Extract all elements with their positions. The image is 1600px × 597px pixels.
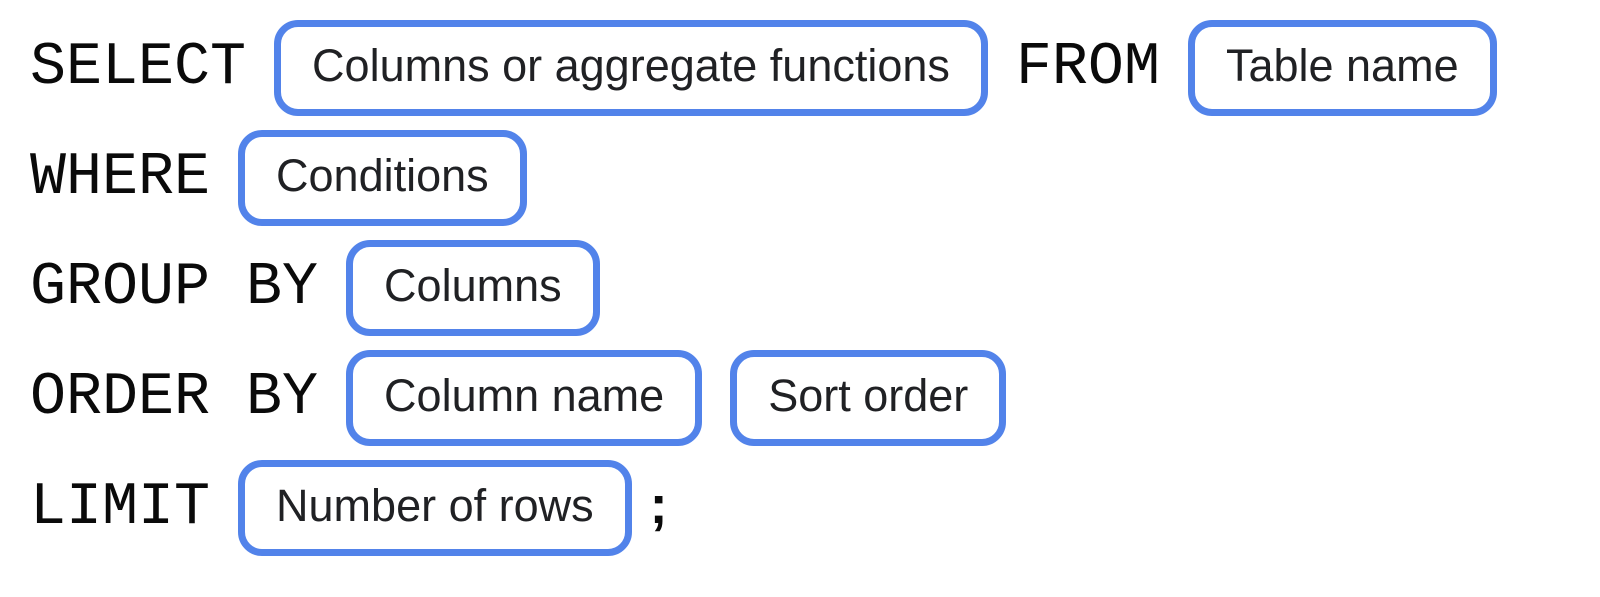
placeholder-box-columns-or-aggregate-functions: Columns or aggregate functions (274, 20, 988, 116)
syntax-row-group-by: GROUP BY Columns (30, 240, 1600, 336)
placeholder-box-columns: Columns (346, 240, 600, 336)
sql-keyword-limit: LIMIT (30, 474, 211, 542)
syntax-row-select-from: SELECT Columns or aggregate functions FR… (30, 20, 1600, 116)
placeholder-box-column-name: Column name (346, 350, 703, 446)
syntax-row-where: WHERE Conditions (30, 130, 1600, 226)
placeholder-box-number-of-rows: Number of rows (238, 460, 632, 556)
placeholder-box-sort-order: Sort order (730, 350, 1007, 446)
syntax-row-order-by: ORDER BY Column name Sort order (30, 350, 1600, 446)
sql-keyword-select: SELECT (30, 34, 247, 102)
sql-keyword-where: WHERE (30, 144, 211, 212)
syntax-row-limit: LIMIT Number of rows ; (30, 460, 1600, 556)
semicolon-terminator: ; (649, 475, 668, 535)
sql-keyword-from: FROM (1015, 34, 1160, 102)
sql-keyword-order-by: ORDER BY (30, 364, 319, 432)
placeholder-box-conditions: Conditions (238, 130, 527, 226)
placeholder-box-table-name: Table name (1187, 20, 1497, 116)
sql-keyword-group-by: GROUP BY (30, 254, 319, 322)
